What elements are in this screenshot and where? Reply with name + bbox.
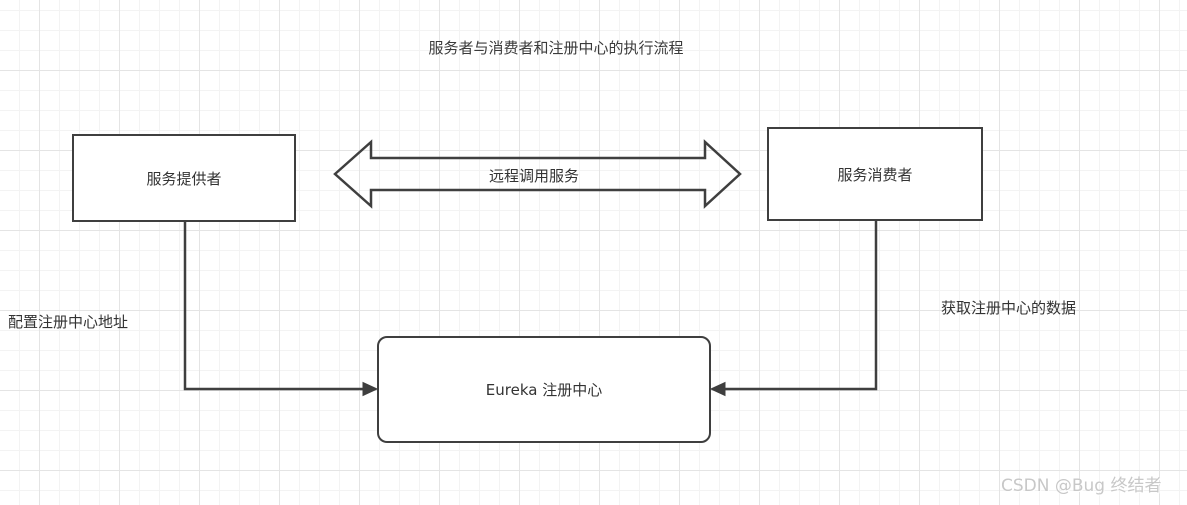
consumer-node: 服务消费者 bbox=[767, 127, 983, 221]
watermark: CSDN @Bug 终结者 bbox=[1001, 476, 1162, 496]
diagram-title: 服务者与消费者和注册中心的执行流程 bbox=[428, 39, 684, 57]
provider-registry-connector bbox=[183, 221, 379, 397]
registry-node-label: Eureka 注册中心 bbox=[485, 381, 603, 399]
provider-node-label: 服务提供者 bbox=[146, 169, 222, 188]
consumer-registry-connector bbox=[709, 221, 878, 397]
provider-edge-label: 配置注册中心地址 bbox=[8, 313, 129, 331]
consumer-node-label: 服务消费者 bbox=[837, 165, 913, 184]
remote-call-label: 远程调用服务 bbox=[488, 167, 579, 185]
registry-node: Eureka 注册中心 bbox=[377, 336, 711, 443]
provider-node: 服务提供者 bbox=[72, 134, 296, 222]
consumer-edge-label: 获取注册中心的数据 bbox=[941, 299, 1077, 317]
